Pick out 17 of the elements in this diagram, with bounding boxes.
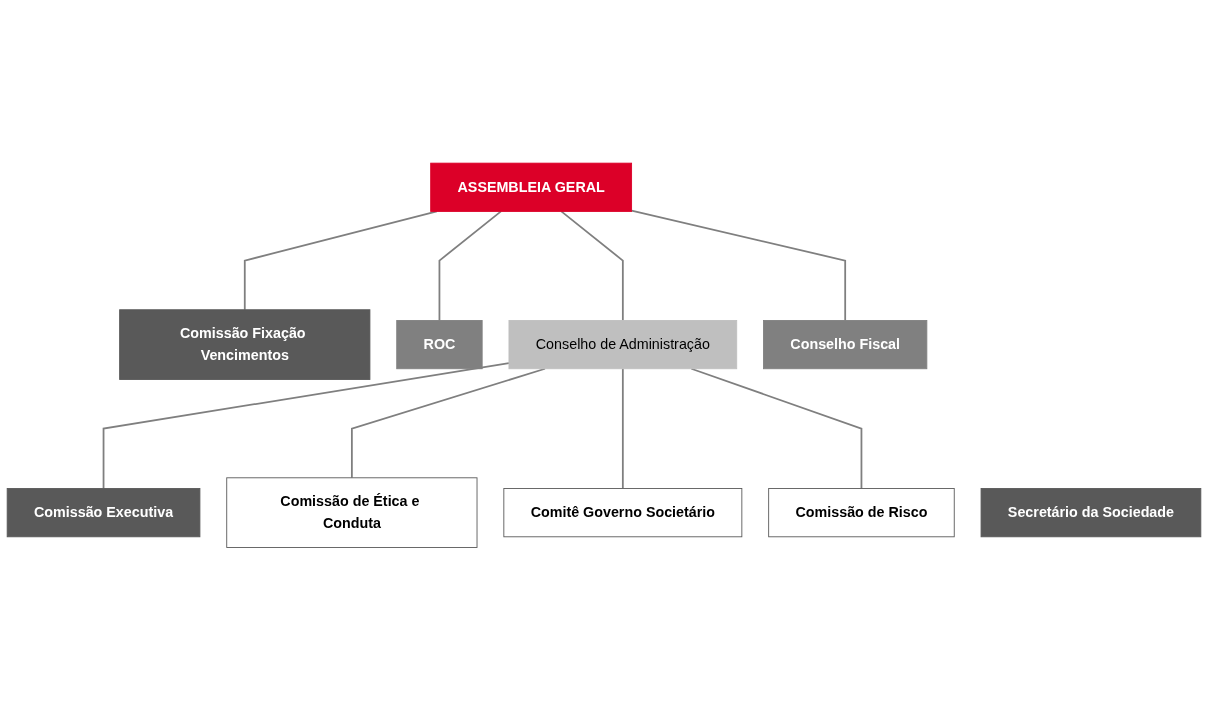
node-box: Secretário da Sociedade (980, 488, 1202, 538)
node-box: ROC (396, 320, 483, 370)
connector (560, 210, 624, 322)
connector (351, 368, 546, 479)
connector (621, 368, 624, 490)
node-box: Comitê Governo Societário (503, 488, 743, 538)
node-box: Comissão Fixação Vencimentos (119, 309, 371, 381)
node-box: Conselho Fiscal (763, 320, 928, 370)
node-box: Comissão de Ética e Conduta (226, 477, 478, 549)
connector (438, 210, 502, 322)
node-box: Comissão Executiva (6, 488, 201, 538)
connector (690, 368, 863, 490)
node-box: Comissão de Risco (768, 488, 955, 538)
node-box: ASSEMBLEIA GERAL (430, 162, 633, 213)
node-box: Conselho de Administração (508, 320, 738, 370)
connector (630, 210, 847, 322)
connector (102, 362, 510, 490)
